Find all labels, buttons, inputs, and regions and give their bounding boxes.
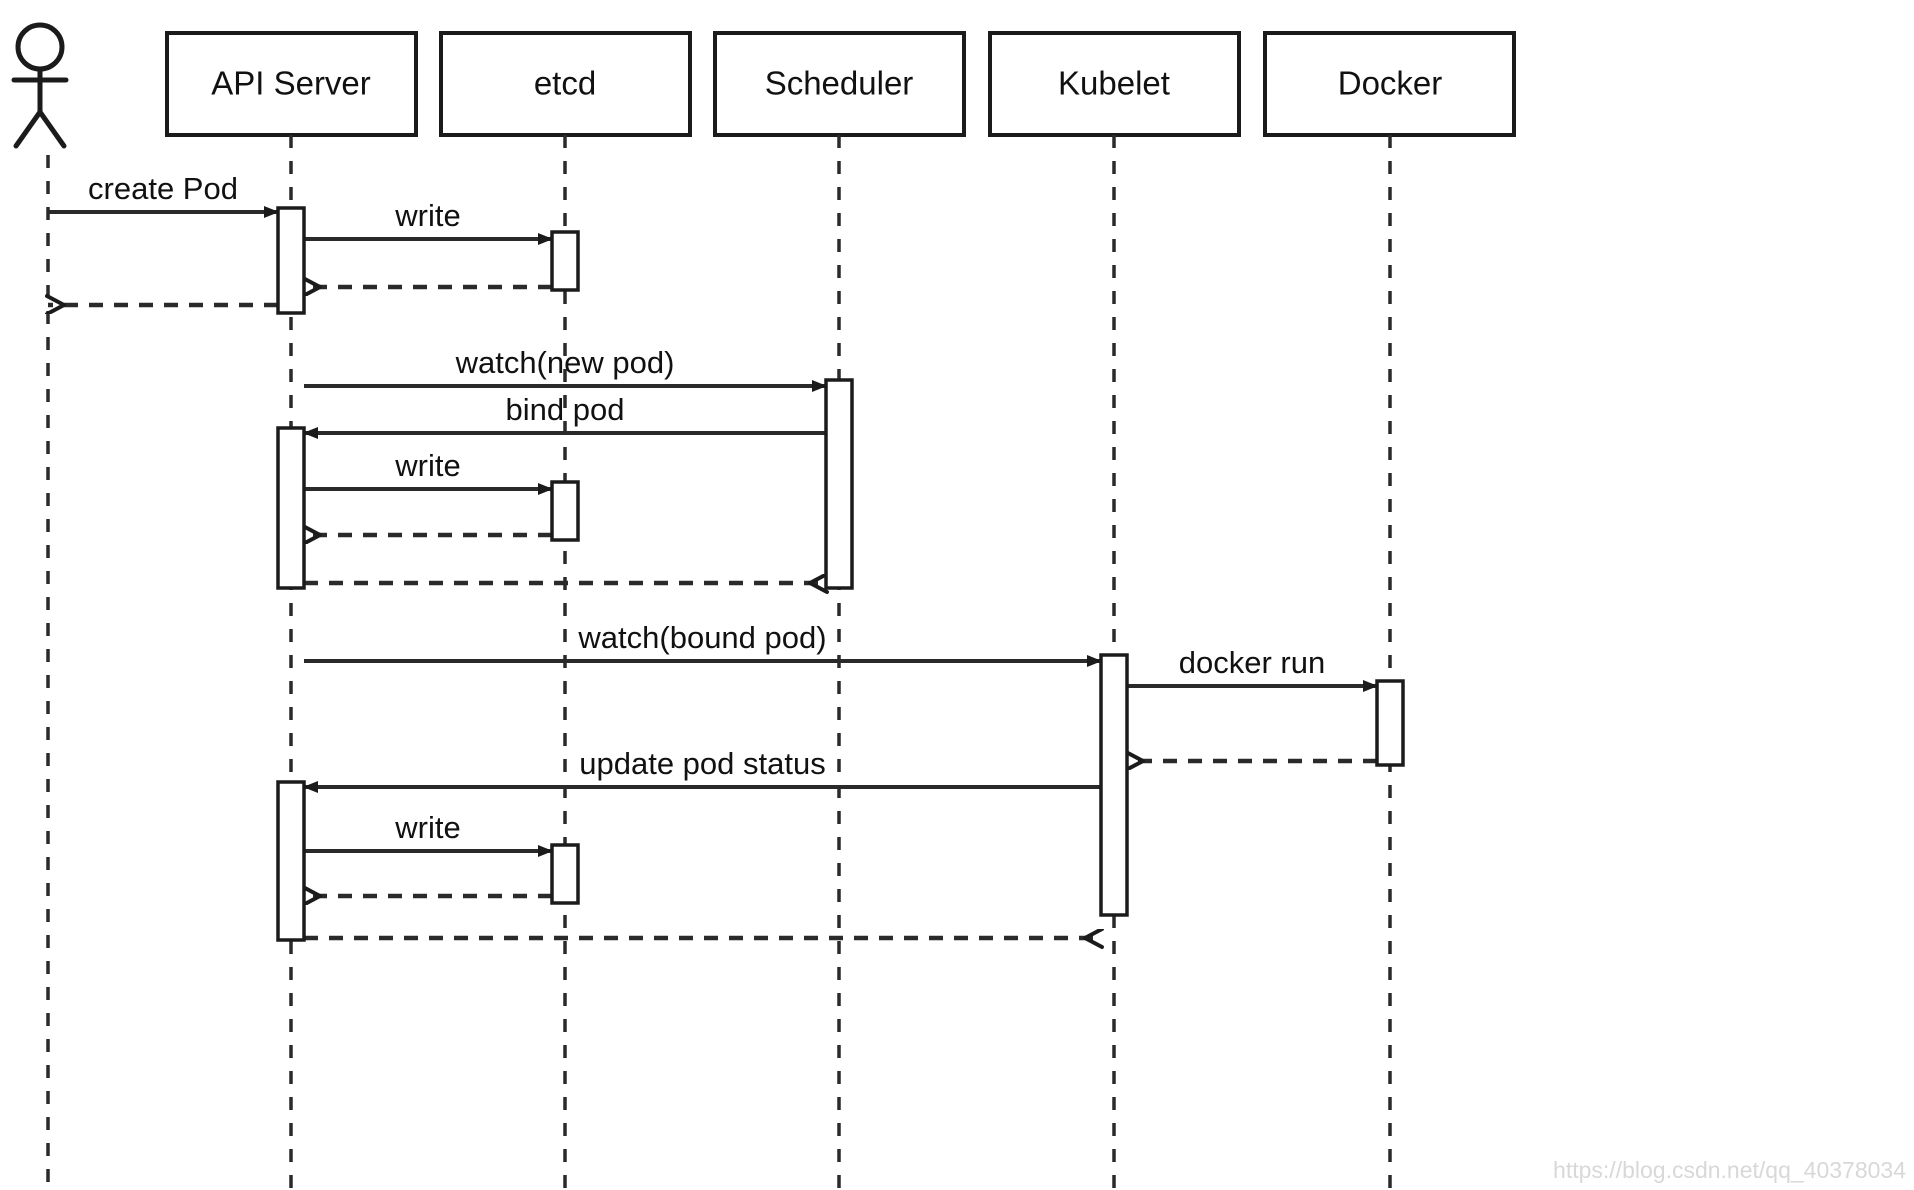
message-label-13: write bbox=[394, 810, 460, 845]
lifeline-label-etcd: etcd bbox=[534, 65, 596, 102]
activation-bar-docker[interactable] bbox=[1375, 679, 1405, 767]
activation-bar-apiserver[interactable] bbox=[276, 206, 306, 315]
lifeline-label-kubelet: Kubelet bbox=[1058, 65, 1170, 102]
activation-bar-apiserver[interactable] bbox=[276, 426, 306, 590]
lifeline-box-etcd[interactable]: etcd bbox=[439, 31, 692, 137]
lifeline-label-docker: Docker bbox=[1338, 65, 1443, 102]
lifeline-box-kubelet[interactable]: Kubelet bbox=[988, 31, 1241, 137]
lifeline-label-scheduler: Scheduler bbox=[765, 65, 914, 102]
activation-bar-etcd[interactable] bbox=[550, 843, 580, 905]
message-label-10: docker run bbox=[1179, 645, 1325, 680]
activation-group bbox=[276, 206, 1405, 942]
message-label-4: watch(new pod) bbox=[455, 345, 675, 380]
message-label-1: write bbox=[394, 198, 460, 233]
message-label-5: bind pod bbox=[506, 392, 625, 427]
activation-bar-kubelet[interactable] bbox=[1099, 653, 1129, 917]
message-label-group: create Pod write watch(new pod) bind pod wri… bbox=[88, 171, 1325, 845]
message-label-6: write bbox=[394, 448, 460, 483]
message-group bbox=[48, 206, 1378, 938]
activation-bar-etcd[interactable] bbox=[550, 480, 580, 542]
activation-bar-scheduler[interactable] bbox=[824, 378, 854, 590]
message-label-9: watch(bound pod) bbox=[577, 620, 826, 655]
lifeline-box-group: API Server etcd Scheduler Kubelet Docker bbox=[165, 31, 1516, 137]
actor-icon bbox=[11, 22, 69, 149]
watermark-text: https://blog.csdn.net/qq_40378034 bbox=[1553, 1157, 1906, 1183]
lifeline-box-docker[interactable]: Docker bbox=[1263, 31, 1516, 137]
activation-bar-etcd[interactable] bbox=[550, 230, 580, 292]
message-label-12: update pod status bbox=[579, 746, 825, 781]
lifeline-box-scheduler[interactable]: Scheduler bbox=[713, 31, 966, 137]
message-label-0: create Pod bbox=[88, 171, 238, 206]
lifeline-box-apiserver[interactable]: API Server bbox=[165, 31, 418, 137]
activation-bar-apiserver[interactable] bbox=[276, 780, 306, 942]
lifeline-label-apiserver: API Server bbox=[211, 65, 371, 102]
